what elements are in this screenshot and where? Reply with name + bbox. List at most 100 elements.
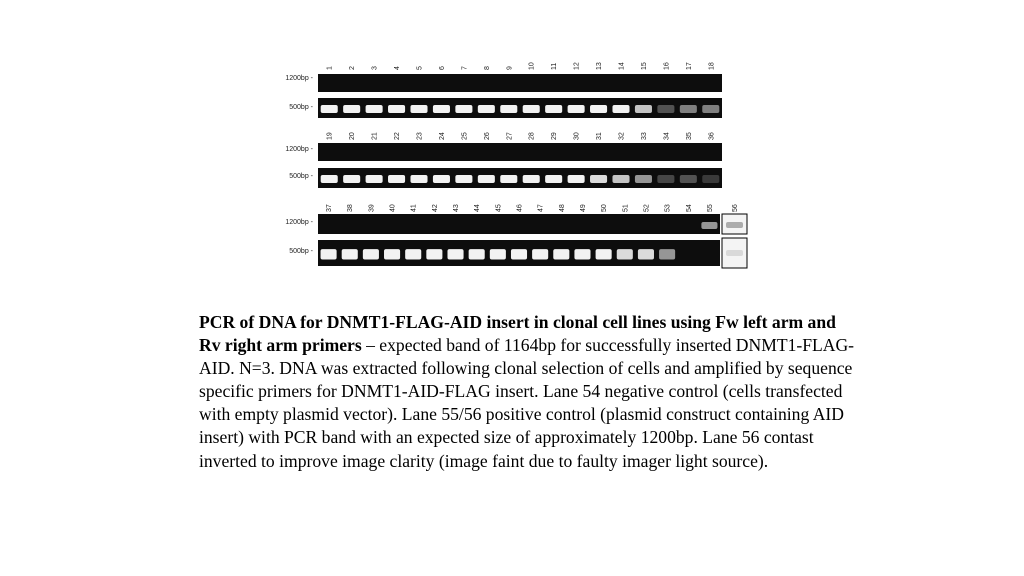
lane-label: 51 (622, 204, 629, 212)
lane-label: 50 (601, 204, 608, 212)
lane-label: 36 (708, 132, 715, 140)
marker-1200bp: 1200bp - (285, 75, 313, 82)
lane-label: 29 (551, 132, 558, 140)
band-500bp (320, 105, 338, 113)
band-500bp (432, 105, 450, 113)
lane-label: 53 (665, 204, 672, 212)
lane-label: 7 (461, 66, 468, 70)
gel-strip-1200 (318, 143, 722, 161)
caption-body: – expected band of 1164bp for successful… (199, 335, 855, 471)
band-500bp (679, 105, 697, 113)
lane-label: 31 (596, 132, 603, 140)
band-500bp (616, 249, 633, 260)
marker-1200bp: 1200bp - (285, 219, 313, 226)
lane-label: 8 (484, 66, 491, 70)
band-500bp (341, 249, 358, 260)
lane-label: 46 (517, 204, 524, 212)
lane-label: 5 (417, 66, 424, 70)
inverted-lane-500 (721, 237, 748, 269)
lane-label: 30 (574, 132, 581, 140)
band-500bp (567, 105, 585, 113)
lane-label: 2 (349, 66, 356, 70)
lane-label: 1 (327, 66, 334, 70)
band-500bp (468, 249, 485, 260)
band-500bp (702, 105, 720, 113)
band-500bp (343, 105, 361, 113)
band-500bp (567, 175, 585, 183)
lane-label: 39 (368, 204, 375, 212)
lane-label: 4 (394, 66, 401, 70)
lane-label: 43 (453, 204, 460, 212)
band-500bp (595, 249, 612, 260)
lane-label: 26 (484, 132, 491, 140)
band-500bp (532, 249, 549, 260)
lane-label: 38 (347, 204, 354, 212)
band-500bp (405, 249, 422, 260)
lane-label: 27 (506, 132, 513, 140)
band-500bp (634, 175, 652, 183)
band-500bp (522, 105, 540, 113)
lane-label: 17 (686, 62, 693, 70)
band-500bp (612, 105, 630, 113)
lane-label: 28 (529, 132, 536, 140)
lane-label: 44 (474, 204, 481, 212)
band-500bp (702, 175, 720, 183)
lane-label: 12 (574, 62, 581, 70)
marker-1200bp: 1200bp - (285, 146, 313, 153)
lane-label: 15 (641, 62, 648, 70)
lane-label: 21 (372, 132, 379, 140)
lane-label: 52 (643, 204, 650, 212)
band-500bp (545, 105, 563, 113)
lane-label: 20 (349, 132, 356, 140)
band-500bp (634, 105, 652, 113)
band-500bp (590, 175, 608, 183)
gel-strip-1200 (318, 74, 722, 92)
band-500bp (500, 175, 518, 183)
band-500bp (477, 175, 495, 183)
band-500bp (365, 175, 383, 183)
band-500bp (388, 175, 406, 183)
lane-label: 45 (495, 204, 502, 212)
lane-label: 10 (529, 62, 536, 70)
band-500bp (477, 105, 495, 113)
inverted-band-1200bp (726, 222, 743, 228)
lane-label: 16 (663, 62, 670, 70)
band-500bp (489, 249, 506, 260)
band-500bp (553, 249, 570, 260)
band-500bp (384, 249, 401, 260)
lane-label: 11 (551, 63, 558, 70)
lane-label: 49 (580, 204, 587, 212)
lane-label: 6 (439, 66, 446, 70)
band-500bp (657, 175, 675, 183)
band-500bp (657, 105, 675, 113)
lane-label: 18 (708, 62, 715, 70)
lane-label: 32 (619, 132, 626, 140)
band-500bp (410, 105, 428, 113)
lane-label: 55 (707, 204, 714, 212)
band-500bp (659, 249, 676, 260)
band-500bp (590, 105, 608, 113)
caption-title: PCR of DNA for DNMT1-FLAG-AID insert in … (199, 312, 836, 356)
band-500bp (388, 105, 406, 113)
band-500bp (365, 105, 383, 113)
band-500bp (455, 105, 473, 113)
band-500bp (320, 249, 337, 260)
lane-label: 37 (326, 204, 333, 212)
band-500bp (432, 175, 450, 183)
lane-label: 42 (432, 204, 439, 212)
marker-500bp: 500bp - (289, 248, 313, 255)
band-500bp (343, 175, 361, 183)
lane-label: 34 (663, 132, 670, 140)
band-500bp (637, 249, 654, 260)
band-500bp (574, 249, 591, 260)
lane-label: 23 (417, 132, 424, 140)
marker-500bp: 500bp - (289, 173, 313, 180)
lane-label: 13 (596, 62, 603, 70)
lane-label: 22 (394, 132, 401, 140)
lane-label: 40 (390, 204, 397, 212)
figure-caption: PCR of DNA for DNMT1-FLAG-AID insert in … (199, 311, 859, 473)
inverted-band-500bp (726, 250, 743, 256)
band-500bp (545, 175, 563, 183)
lane-label: 14 (619, 62, 626, 70)
